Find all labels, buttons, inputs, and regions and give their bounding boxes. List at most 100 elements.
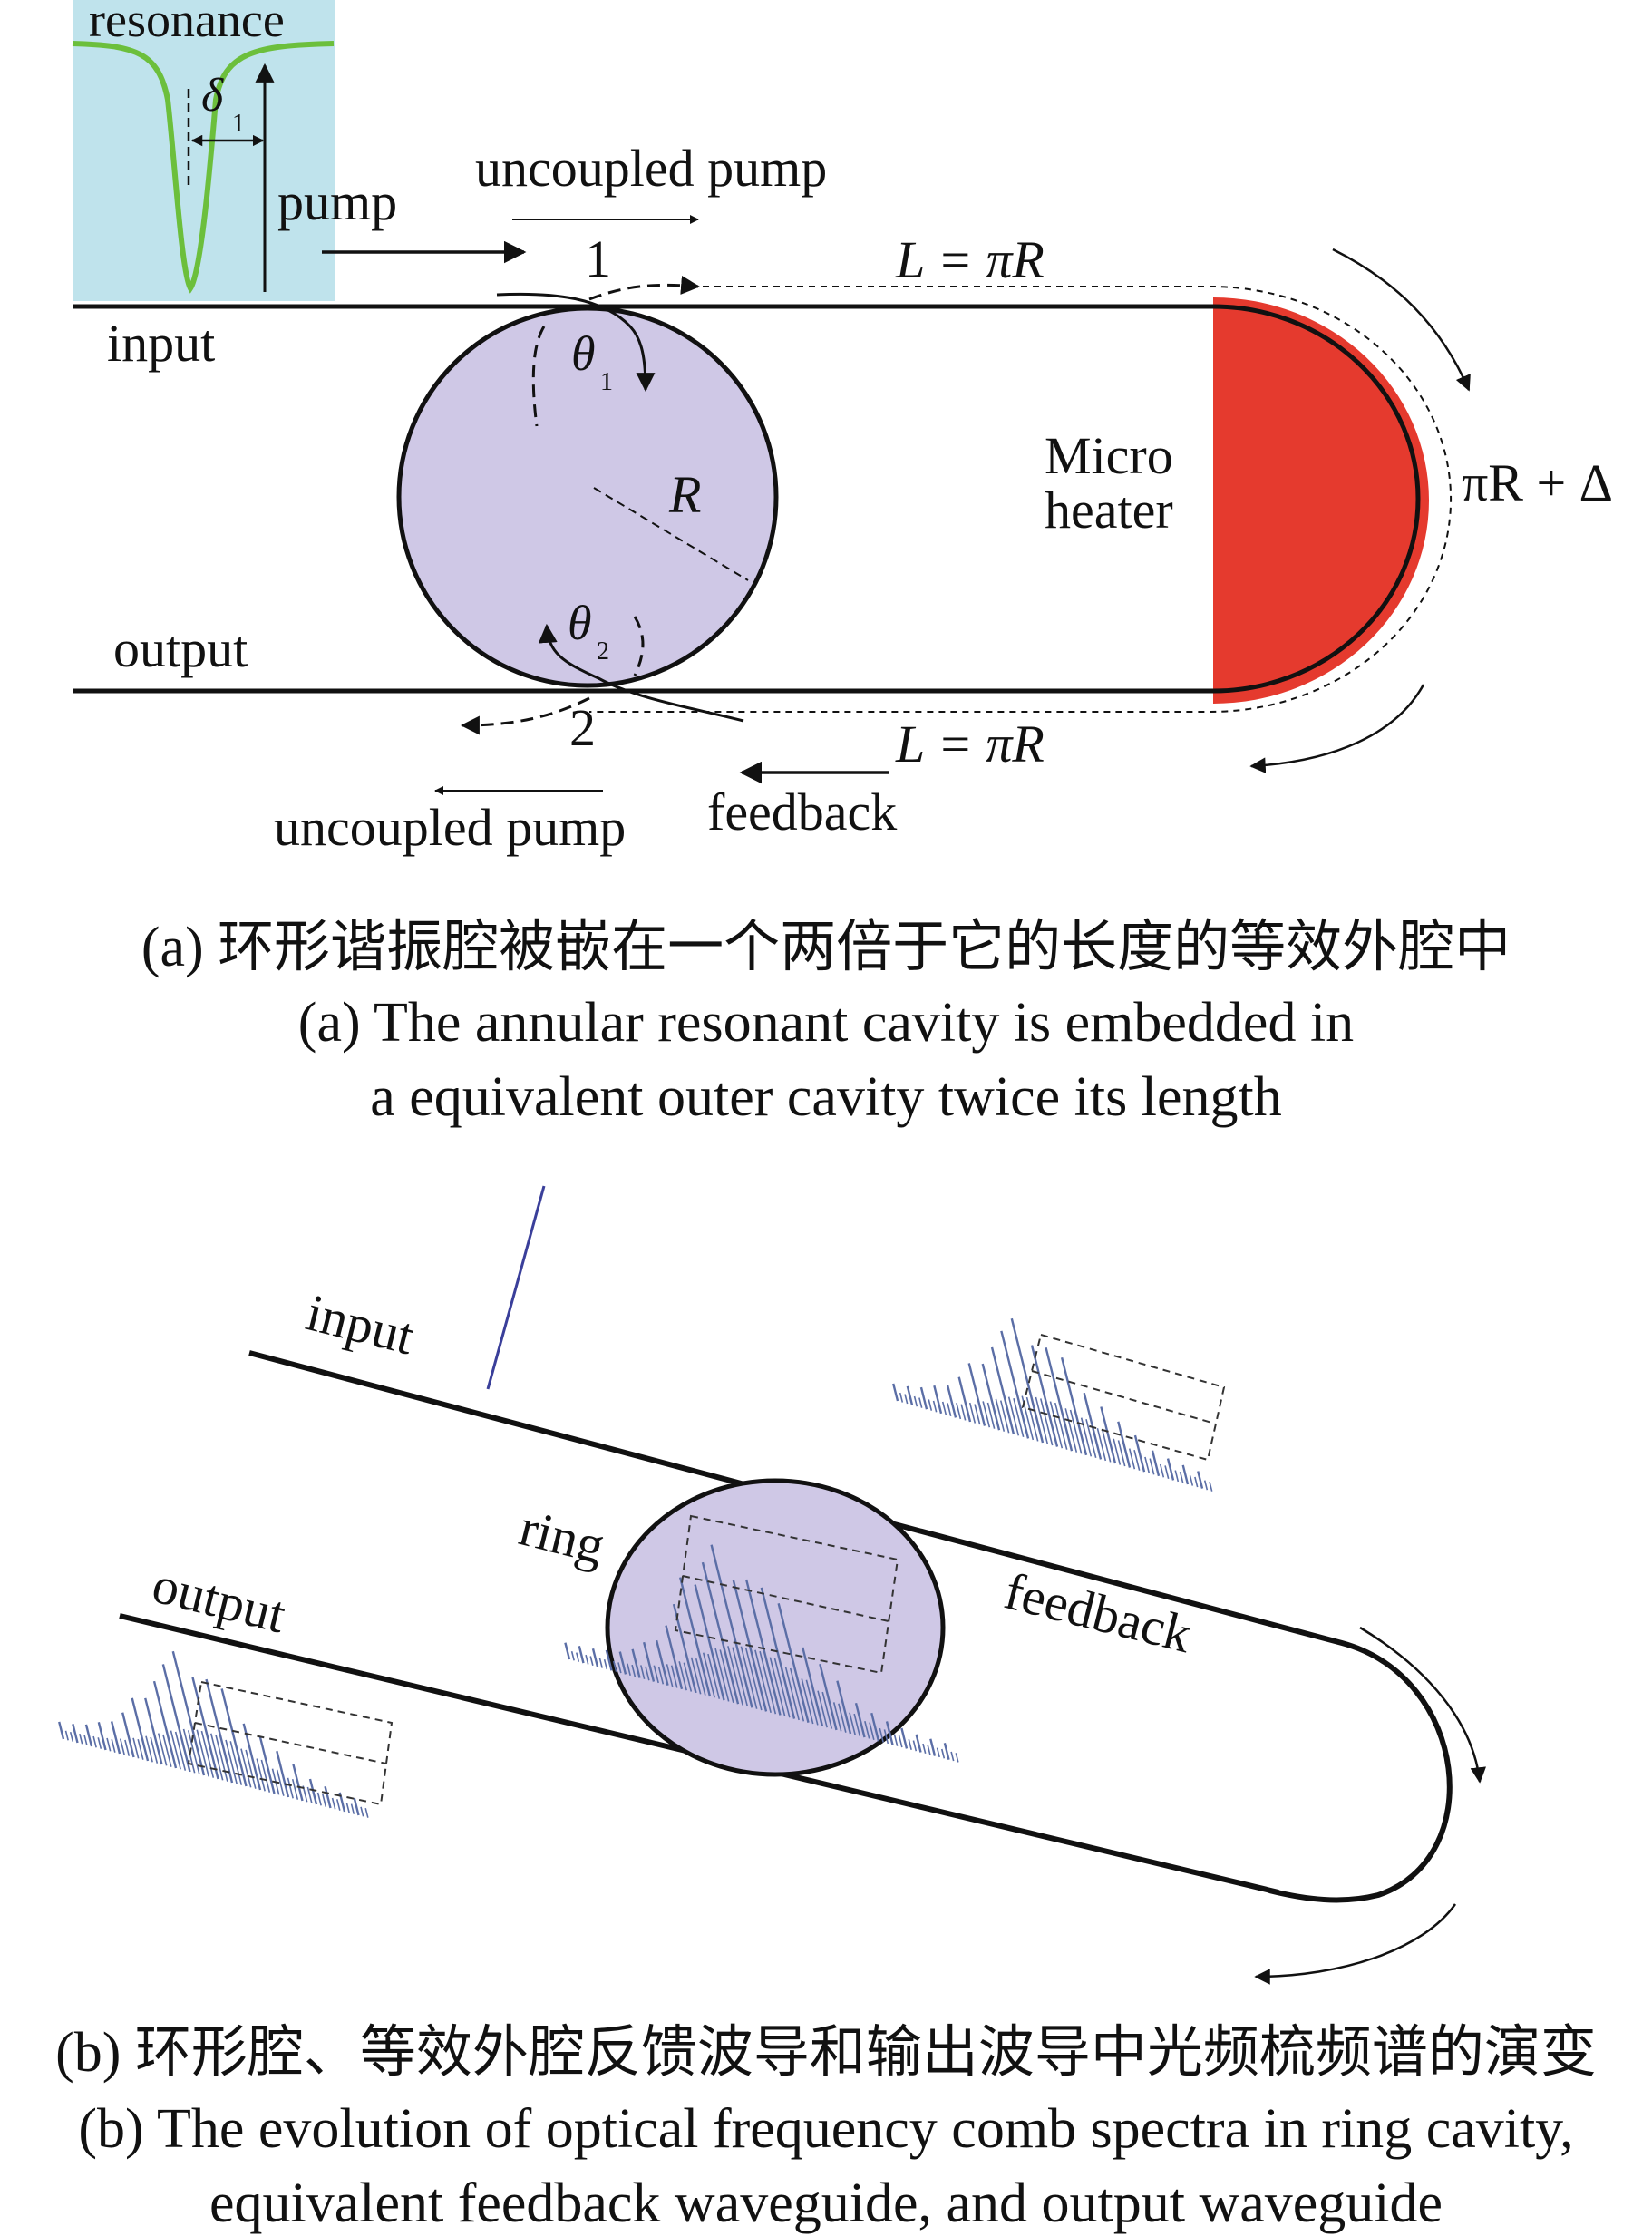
comb-line [161, 1664, 191, 1773]
comb-line [957, 1376, 972, 1423]
input-label: input [107, 314, 215, 373]
comb-line [836, 1680, 852, 1735]
comb-line [694, 1584, 725, 1701]
comb-subline [955, 1753, 959, 1763]
comb-subline [335, 1799, 341, 1811]
comb-line [1117, 1421, 1132, 1468]
comb-subline [769, 1657, 786, 1717]
comb-subline [1203, 1480, 1209, 1491]
comb-subline [927, 1745, 931, 1755]
output-label-b: output [147, 1555, 292, 1645]
comb-subline [106, 1737, 112, 1752]
comb-subline [995, 1398, 1006, 1432]
comb-line [819, 1663, 838, 1731]
comb-subline [714, 1648, 730, 1702]
comb-subline [627, 1663, 631, 1676]
comb-subline [603, 1658, 608, 1670]
comb-subline [589, 1656, 594, 1667]
comb-subline [137, 1738, 144, 1760]
coupled-out-arrow-1 [588, 276, 701, 301]
feedback-arc-waveguide [1212, 304, 1421, 694]
comb-line [919, 1386, 928, 1410]
comb-subline [879, 1727, 884, 1743]
comb-subline [124, 1739, 131, 1756]
comb-line [990, 1346, 1015, 1435]
comb-subline [613, 1660, 617, 1672]
coupled-out-arrow-2 [460, 696, 590, 735]
comb-line [110, 1721, 121, 1755]
comb-subline [79, 1734, 83, 1745]
comb-subline [940, 1748, 946, 1759]
comb-line [131, 1697, 150, 1762]
comb-subline [256, 1758, 266, 1792]
comb-subline [640, 1665, 646, 1680]
comb-subline [1189, 1475, 1194, 1486]
comb-box-feedback [1021, 1333, 1226, 1462]
comb-subline [1049, 1401, 1064, 1449]
comb-subline [162, 1734, 172, 1767]
comb-subline [291, 1778, 299, 1800]
comb-subline [209, 1733, 224, 1781]
comb-subline [707, 1653, 721, 1699]
comb-subline [1179, 1471, 1184, 1483]
comb-subline [678, 1661, 687, 1691]
comb-subline [999, 1400, 1010, 1434]
comb-line [324, 1785, 332, 1809]
comb-spectrum-ring [564, 1544, 959, 1763]
comb-line [967, 1363, 986, 1426]
comb-line [710, 1544, 753, 1708]
comb-subline [666, 1664, 674, 1687]
comb-subline [805, 1679, 819, 1726]
comb-line [1166, 1458, 1175, 1481]
comb-subline [187, 1730, 200, 1774]
comb-subline [1025, 1396, 1039, 1442]
comb-subline [960, 1404, 967, 1421]
comb-subline [968, 1402, 977, 1424]
comb-line [1181, 1464, 1190, 1485]
comb-subline [157, 1733, 168, 1766]
comb-line [605, 1649, 613, 1671]
input-label-b: input [301, 1283, 420, 1366]
comb-subline [200, 1730, 215, 1778]
comb-subline [936, 1747, 940, 1758]
comb-subline [922, 1743, 927, 1755]
comb-subline [1013, 1397, 1025, 1438]
comb-box-output [187, 1680, 394, 1806]
comb-subline [832, 1702, 842, 1732]
comb-subline [631, 1664, 637, 1677]
comb-subline [947, 1403, 952, 1417]
radius-line [593, 487, 749, 581]
feedback-label: feedback [707, 783, 897, 841]
theta-1-symbol: θ [571, 326, 596, 381]
comb-subline [928, 1399, 933, 1411]
comb-subline [1101, 1429, 1112, 1463]
comb-subline [982, 1401, 991, 1428]
comb-box-ring [674, 1514, 899, 1675]
comb-line [665, 1625, 684, 1690]
comb-line [900, 1727, 909, 1749]
comb-box-ring-midline [682, 1575, 889, 1622]
comb-subline [670, 1665, 678, 1688]
comb-line [171, 1650, 206, 1776]
comb-line [1030, 1345, 1059, 1447]
arc-length-label: πR + Δ [1462, 453, 1613, 512]
comb-subline [1133, 1449, 1141, 1471]
comb-subline [754, 1649, 772, 1713]
output-label: output [113, 619, 248, 678]
comb-line [591, 1648, 599, 1667]
comb-subline [1039, 1398, 1054, 1446]
comb-subline [150, 1736, 159, 1764]
comb-line [72, 1724, 79, 1744]
caption-b-english-line-2: equivalent feedback waveguide, and outpu… [209, 2173, 1443, 2234]
comb-subline [260, 1759, 271, 1793]
comb-subline [956, 1402, 962, 1420]
comb-line [943, 1743, 950, 1760]
comb-subline [732, 1647, 749, 1707]
comb-subline [950, 1751, 955, 1762]
comb-subline [932, 1400, 938, 1413]
comb-line [276, 1750, 290, 1798]
comb-line [777, 1603, 810, 1723]
comb-line [205, 1678, 234, 1784]
comb-subline [653, 1665, 659, 1684]
comb-subline [617, 1662, 622, 1674]
